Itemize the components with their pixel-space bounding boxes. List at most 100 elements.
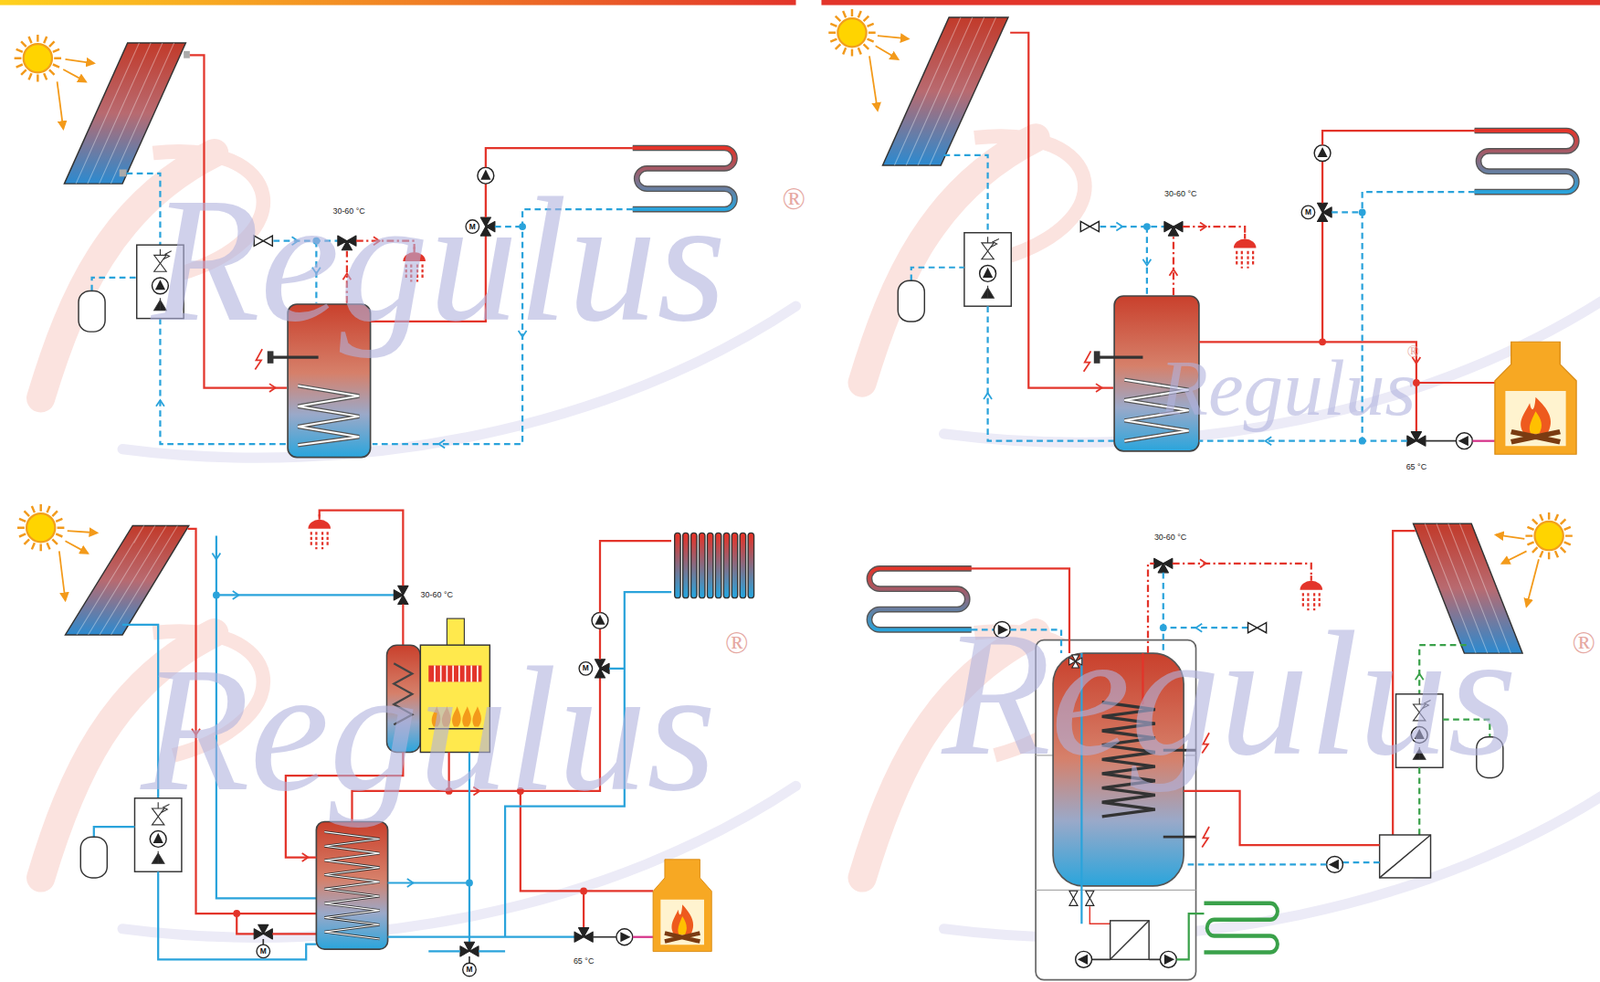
solar-system-3 — [17, 504, 759, 977]
solar-system-3 — [315, 821, 388, 949]
solar-system-2 — [1407, 431, 1426, 447]
solar-system-4 — [1379, 834, 1432, 878]
registered-mark: ® — [725, 627, 748, 659]
solar-system-3 — [236, 913, 254, 934]
solar-system-2 — [1472, 440, 1496, 443]
solar-system-2 — [1097, 355, 1143, 358]
solar-system-1 — [14, 34, 736, 458]
watermark: Regulus — [150, 170, 727, 350]
solar-system-3 — [256, 944, 271, 958]
solar-system-3 — [324, 831, 379, 939]
solar-system-2 — [1321, 221, 1324, 342]
temperature-label: 30-60 °C — [1154, 533, 1187, 542]
temperature-label: 30-60 °C — [421, 590, 453, 600]
solar-system-1 — [14, 34, 62, 82]
solar-system-2 — [894, 17, 996, 166]
solar-system-2 — [1316, 202, 1332, 222]
solar-system-2 — [1199, 440, 1408, 443]
solar-system-2 — [1494, 341, 1577, 454]
solar-system-1 — [267, 350, 274, 363]
solar-system-4 — [1183, 790, 1380, 845]
solar-system-4 — [1203, 903, 1277, 953]
watermark: Regulus — [140, 640, 716, 820]
solar-system-3 — [468, 956, 471, 963]
solar-system-4 — [1159, 950, 1177, 968]
solar-system-2 — [1322, 130, 1474, 146]
solar-system-3 — [582, 890, 585, 927]
solar-system-2 — [1094, 350, 1101, 363]
solar-system-4 — [1495, 534, 1525, 538]
solar-system-2 — [1331, 210, 1363, 213]
solar-system-2 — [1084, 350, 1092, 371]
solar-system-3 — [211, 553, 221, 560]
solar-system-4 — [1154, 557, 1173, 573]
solar-system-4 — [1201, 826, 1210, 847]
solar-system-4 — [1526, 558, 1539, 606]
solar-system-1 — [78, 290, 106, 332]
solar-system-3 — [232, 590, 240, 600]
solar-system-2 — [883, 17, 1009, 166]
solar-system-1 — [297, 385, 359, 445]
solar-system-2 — [897, 280, 925, 322]
solar-system-3 — [80, 836, 107, 878]
solar-system-3 — [407, 878, 414, 887]
solar-system-4 — [1342, 861, 1379, 864]
solar-system-4 — [1183, 863, 1327, 865]
solar-system-4 — [1092, 957, 1161, 960]
solar-system-2 — [911, 267, 965, 282]
solar-system-3 — [592, 936, 617, 938]
solar-system-3 — [253, 924, 273, 939]
solar-system-1 — [485, 147, 633, 168]
solar-system-3 — [302, 852, 309, 862]
solar-system-2 — [875, 45, 899, 60]
solar-system-4 — [1110, 920, 1149, 959]
radiator — [677, 536, 751, 596]
registered-mark: ® — [782, 183, 806, 215]
solar-system-2 — [1142, 259, 1151, 266]
solar-system-3 — [401, 603, 404, 645]
top-bar — [821, 0, 1600, 6]
temperature-label: 65 °C — [573, 957, 594, 966]
solar-system-2 — [1164, 221, 1183, 236]
solar-system-4 — [1326, 855, 1344, 873]
solar-system-4 — [1089, 905, 1110, 924]
solar-system-3 — [591, 611, 609, 629]
top-bar — [0, 0, 797, 6]
solar-system-3 — [600, 540, 672, 612]
top-bar — [0, 0, 1600, 6]
solar-system-2 — [869, 55, 878, 110]
solar-system-4 — [1110, 920, 1149, 959]
solar-system-2 — [1200, 222, 1207, 232]
watermark: Regulus — [1159, 347, 1417, 428]
solar-system-3 — [262, 938, 264, 945]
radiator — [677, 536, 751, 596]
solar-system-2 — [983, 392, 992, 400]
solar-system-2 — [1100, 225, 1165, 228]
solar-system-4 — [1075, 950, 1093, 968]
solar-system-3 — [272, 932, 316, 935]
solar-system-2 — [1010, 32, 1114, 389]
solar-system-2 — [828, 9, 875, 56]
solar-system-3 — [17, 504, 64, 551]
solar-system-1 — [57, 81, 64, 128]
solar-system-2 — [1301, 205, 1316, 220]
solar-system-3 — [67, 530, 97, 533]
solar-system-3 — [574, 927, 593, 943]
motor-label: M — [260, 947, 267, 955]
solar-system-2 — [1146, 226, 1148, 295]
solar-system-3 — [388, 881, 470, 884]
solar-system-3 — [76, 525, 178, 635]
registered-mark: ® — [1407, 344, 1421, 361]
solar-system-4 — [869, 512, 1573, 980]
solar-system-4 — [1176, 913, 1204, 959]
solar-system-2 — [1172, 236, 1175, 295]
solar-system-3 — [428, 949, 506, 952]
solar-system-1 — [65, 59, 95, 64]
solar-system-1 — [183, 51, 190, 59]
solar-system-2 — [1416, 381, 1496, 384]
solar-system-2 — [1358, 208, 1367, 216]
solar-system-4 — [1069, 890, 1078, 906]
solar-system-3 — [216, 593, 394, 596]
solar-system-3 — [652, 859, 712, 952]
